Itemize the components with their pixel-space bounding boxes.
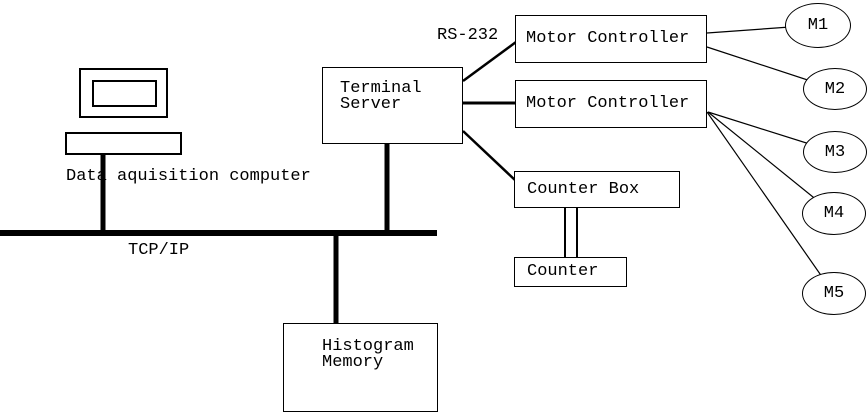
histogram-memory-node: Histogram Memory bbox=[283, 323, 438, 412]
motor-m3-node: M3 bbox=[803, 131, 867, 173]
motor-m5-node: M5 bbox=[802, 272, 866, 315]
motor-m3-label: M3 bbox=[824, 142, 846, 162]
motor-m4-label: M4 bbox=[823, 204, 845, 223]
ts-mc1-line bbox=[462, 40, 517, 83]
motor-controller-2-node: Motor Controller bbox=[515, 80, 707, 128]
mc2-m5-line bbox=[706, 111, 835, 295]
motor-m1-node: M1 bbox=[785, 3, 851, 48]
rs232-label: RS-232 bbox=[437, 26, 499, 45]
motor-m2-label: M2 bbox=[824, 79, 846, 99]
motor-m2-node: M2 bbox=[803, 68, 867, 110]
terminal-server-node: Terminal Server bbox=[322, 67, 463, 144]
ts-counterbox-line bbox=[462, 130, 517, 182]
motor-controller-1-node: Motor Controller bbox=[515, 15, 707, 63]
counter-node: Counter bbox=[514, 257, 627, 287]
monitor-screen-icon bbox=[92, 80, 157, 107]
keyboard-icon bbox=[65, 132, 182, 155]
data-acquisition-computer-label: Data aquisition computer bbox=[66, 167, 311, 186]
counter-box-node: Counter Box bbox=[514, 171, 680, 208]
tcpip-label: TCP/IP bbox=[128, 241, 190, 260]
motor-m4-node: M4 bbox=[802, 192, 866, 235]
motor-m1-label: M1 bbox=[807, 16, 829, 35]
motor-m5-label: M5 bbox=[823, 284, 845, 303]
